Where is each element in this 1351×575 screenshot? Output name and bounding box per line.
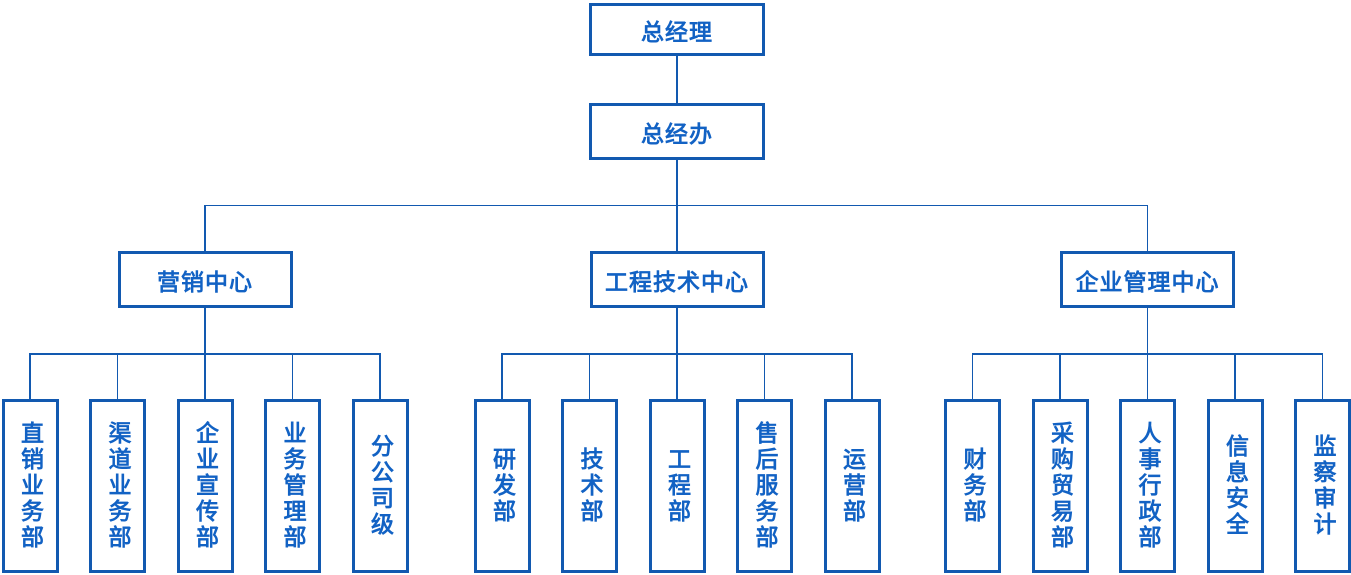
connector-line [1059, 353, 1061, 399]
connector-line [676, 308, 678, 354]
supervision-audit-box: 监察审计 [1294, 399, 1351, 573]
connector-line [676, 160, 678, 205]
operations-dept-box: 运营部 [823, 399, 881, 573]
connector-line [291, 353, 294, 399]
channel-sales-dept-box: 渠道业务部 [89, 399, 146, 573]
branch-company-level-box: 分公司级 [351, 399, 409, 573]
hr-admin-dept-box: 人事行政部 [1119, 399, 1176, 573]
engineering-dept-box: 工程部 [648, 399, 706, 573]
engineering-technology-center-box: 工程技术中心 [589, 251, 765, 308]
connector-line [851, 353, 853, 399]
enterprise-management-center-box: 企业管理中心 [1060, 251, 1235, 308]
connector-line [1321, 353, 1324, 399]
connector-line [204, 204, 206, 251]
connector-line [1146, 353, 1149, 399]
corporate-publicity-dept-box: 企业宣传部 [176, 399, 234, 573]
connector-line [379, 353, 381, 399]
business-management-dept-box: 业务管理部 [264, 399, 321, 573]
technology-dept-box: 技术部 [561, 399, 618, 573]
connector-line [1146, 204, 1149, 251]
connector-line [676, 204, 678, 251]
finance-dept-box: 财务部 [944, 399, 1001, 573]
direct-sales-dept-box: 直销业务部 [1, 399, 59, 573]
connector-line [501, 353, 503, 399]
connector-line [763, 353, 766, 399]
connector-line [204, 353, 206, 399]
connector-line [588, 353, 591, 399]
marketing-center-box: 营销中心 [117, 251, 293, 308]
after-sales-service-dept-box: 售后服务部 [736, 399, 793, 573]
connector-line [204, 308, 206, 354]
general-manager-office-box: 总经办 [589, 103, 765, 160]
connector-line [676, 56, 678, 103]
connector-line [29, 353, 31, 399]
general-manager-box: 总经理 [589, 3, 765, 56]
connector-line [1234, 353, 1236, 399]
rd-dept-box: 研发部 [473, 399, 531, 573]
information-security-box: 信息安全 [1206, 399, 1264, 573]
connector-line [676, 353, 678, 399]
procurement-trade-dept-box: 采购贸易部 [1031, 399, 1089, 573]
connector-line [971, 353, 974, 399]
connector-line [116, 353, 119, 399]
connector-line [1146, 308, 1149, 354]
